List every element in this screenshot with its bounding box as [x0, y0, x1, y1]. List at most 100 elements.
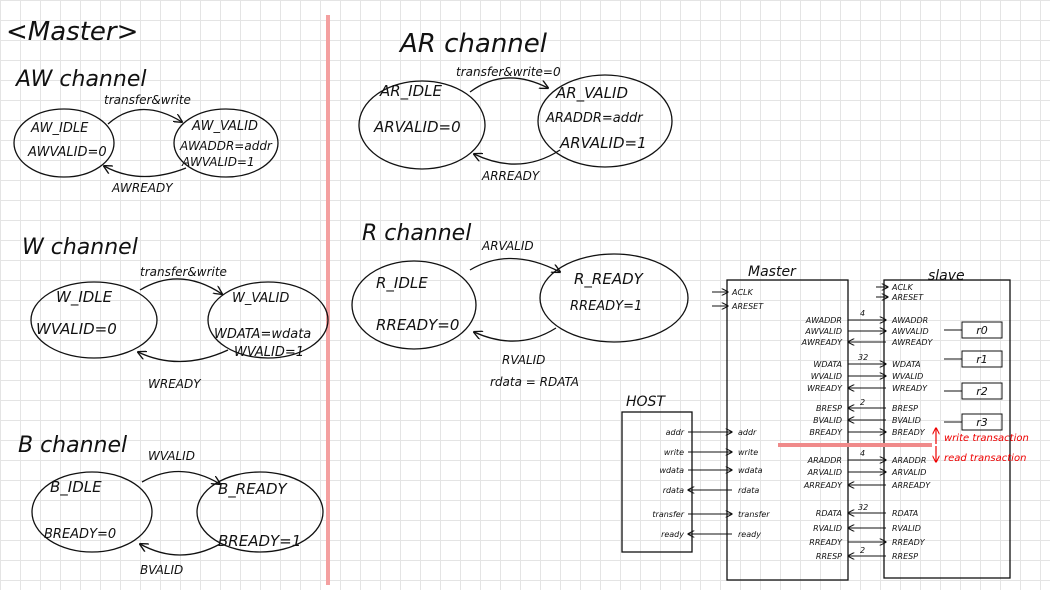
host-signal-ready: ready	[661, 530, 684, 539]
aw-channel-fsm: AW channel AW_IDLE AWVALID=0 AW_VALID AW…	[13, 67, 279, 195]
aw-valid-name: AW_VALID	[191, 119, 258, 134]
master-signal-ARVALID: ARVALID	[807, 468, 842, 477]
aw-forward-label: transfer&write	[104, 93, 191, 107]
slave-signal-RREADY: RREADY	[892, 538, 926, 547]
aw-valid-state	[173, 108, 279, 178]
host-signal-wdata: wdata	[659, 466, 684, 475]
w-idle-output: WVALID=0	[36, 320, 117, 338]
w-back-arrow	[138, 349, 229, 363]
ar-forward-arrow	[469, 77, 548, 93]
b-idle-name: B_IDLE	[50, 478, 102, 497]
w-channel-fsm: W channel W_IDLE WVALID=0 W_VALID WDATA=…	[22, 235, 329, 391]
host-title: HOST	[626, 394, 666, 410]
aw-back-label: AWREADY	[111, 181, 174, 195]
r-ready-state	[539, 253, 689, 343]
r-back-label-rdata: rdata = RDATA	[490, 375, 579, 389]
master-host-signal-wdata: wdata	[738, 466, 763, 475]
write-transaction-note: write transaction	[944, 433, 1029, 444]
slave-signal-AWREADY: AWREADY	[891, 338, 933, 347]
r-ready-name: R_READY	[574, 270, 645, 289]
aw-valid-output-valid: AWVALID=1	[181, 155, 255, 169]
ar-valid-output-addr: ARADDR=addr	[545, 111, 644, 126]
master-signal-RDATA: RDATA	[816, 509, 842, 518]
r-ready-output: RREADY=1	[570, 299, 642, 314]
b-ready-output: BREADY=1	[218, 532, 301, 550]
r-idle-output: RREADY=0	[376, 316, 459, 334]
r-heading: R channel	[362, 221, 471, 246]
aw-idle-name: AW_IDLE	[30, 121, 89, 136]
b-forward-label: WVALID	[148, 449, 195, 463]
w-forward-label: transfer&write	[140, 265, 227, 279]
slave-rst-label: ARESET	[891, 293, 924, 302]
master-signal-BRESP: BRESP	[816, 404, 842, 413]
ar-idle-state	[358, 80, 486, 170]
aw-back-arrow	[104, 166, 187, 178]
aw-idle-state	[13, 108, 115, 178]
slave-title: slave	[928, 268, 965, 284]
slave-signals: AWADDRAWVALIDAWREADYWDATAWVALIDWREADYBRE…	[891, 316, 933, 561]
master-signal-BREADY: BREADY	[809, 428, 843, 437]
bus-width-2: 2	[860, 398, 865, 407]
b-idle-output: BREADY=0	[44, 527, 116, 542]
r-back-label-valid: RVALID	[502, 353, 545, 367]
master-signal-RRESP: RRESP	[816, 552, 842, 561]
ar-valid-state	[537, 74, 673, 168]
bus-width-4: 32	[858, 503, 868, 512]
host-signal-transfer: transfer	[652, 510, 684, 519]
ar-back-label: ARREADY	[481, 169, 541, 183]
b-ready-state	[196, 471, 324, 553]
slave-signal-RRESP: RRESP	[892, 552, 918, 561]
page-title: <Master>	[6, 17, 138, 47]
slave-signal-ARVALID: ARVALID	[891, 468, 926, 477]
host-signal-rdata: rdata	[663, 486, 684, 495]
ar-channel-fsm: AR channel AR_IDLE ARVALID=0 AR_VALID AR…	[358, 29, 673, 183]
w-forward-arrow	[139, 278, 222, 294]
w-idle-name: W_IDLE	[56, 288, 113, 307]
master-signal-RVALID: RVALID	[813, 524, 842, 533]
master-signals: addrwritewdatardatatransferreadyAWADDRAW…	[738, 316, 843, 561]
w-valid-state	[207, 281, 329, 359]
w-heading: W channel	[22, 235, 138, 260]
slave-signal-BVALID: BVALID	[892, 416, 921, 425]
w-valid-output-data: WDATA=wdata	[214, 327, 311, 342]
master-signal-WDATA: WDATA	[813, 360, 842, 369]
w-valid-output-valid: WVALID=1	[234, 345, 304, 360]
aw-idle-output: AWVALID=0	[27, 145, 107, 160]
ar-back-arrow	[474, 149, 561, 165]
slave-signal-WDATA: WDATA	[892, 360, 921, 369]
ar-valid-name: AR_VALID	[555, 84, 628, 103]
master-host-signal-rdata: rdata	[738, 486, 759, 495]
bus-lines	[848, 320, 886, 556]
b-forward-arrow	[141, 470, 220, 484]
bus-width-0: 4	[860, 309, 865, 318]
w-idle-state	[30, 281, 158, 359]
master-host-signal-ready: ready	[738, 530, 761, 539]
slave-signal-BREADY: BREADY	[892, 428, 926, 437]
ar-idle-name: AR_IDLE	[379, 82, 443, 101]
master-host-signal-addr: addr	[738, 428, 757, 437]
host-signal-write: write	[664, 448, 684, 457]
b-channel-fsm: B channel B_IDLE BREADY=0 B_READY BREADY…	[18, 433, 324, 577]
slave-signal-AWADDR: AWADDR	[891, 316, 928, 325]
slave-signal-AWVALID: AWVALID	[891, 327, 929, 336]
master-signal-BVALID: BVALID	[813, 416, 842, 425]
r-channel-fsm: R channel R_IDLE RREADY=0 R_READY RREADY…	[351, 221, 689, 389]
slave-signal-RDATA: RDATA	[892, 509, 918, 518]
master-box	[726, 279, 849, 581]
register-label-r2: r2	[976, 385, 988, 398]
slave-signal-ARREADY: ARREADY	[891, 481, 931, 490]
b-back-label: BVALID	[140, 563, 183, 577]
host-signal-addr: addr	[666, 428, 685, 437]
bus-width-1: 32	[858, 353, 868, 362]
master-title: Master	[748, 264, 797, 280]
ar-heading: AR channel	[398, 29, 548, 59]
register-label-r1: r1	[976, 353, 988, 366]
host-box	[621, 411, 693, 553]
aw-valid-output-addr: AWADDR=addr	[179, 139, 273, 153]
r-idle-state	[351, 260, 477, 350]
r-back-arrow	[474, 327, 557, 342]
host-signals: addr write wdata rdata transfer ready	[652, 428, 732, 539]
